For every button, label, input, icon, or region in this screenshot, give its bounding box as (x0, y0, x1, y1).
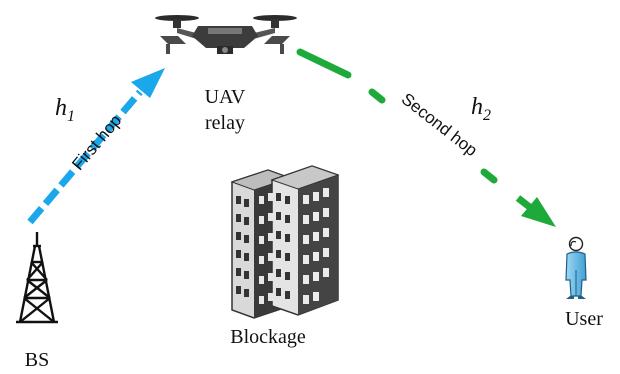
second-hop-link (296, 48, 556, 227)
buildings-icon (230, 165, 340, 319)
first-hop-arrowhead (131, 68, 165, 98)
h1-base: h (55, 95, 67, 121)
h2-label: h2 (471, 94, 491, 124)
bs-label: BS (25, 349, 49, 371)
h2-subscript: 2 (483, 107, 491, 124)
second-hop-arrowhead (521, 197, 556, 227)
cell-tower-icon (16, 232, 58, 324)
h2-base: h (471, 94, 483, 120)
user-label: User (565, 308, 603, 330)
h1-label: h1 (55, 95, 75, 125)
first-hop-link (27, 68, 165, 225)
h1-subscript: 1 (67, 108, 75, 125)
drone-icon (155, 15, 297, 54)
person-icon (565, 236, 587, 299)
uav-label-line1: UAV (205, 86, 246, 108)
first-hop-label: First hop (68, 111, 125, 174)
blockage-label: Blockage (230, 326, 306, 348)
uav-label-line2: relay (205, 112, 245, 134)
second-hop-label: Second hop (398, 89, 481, 160)
